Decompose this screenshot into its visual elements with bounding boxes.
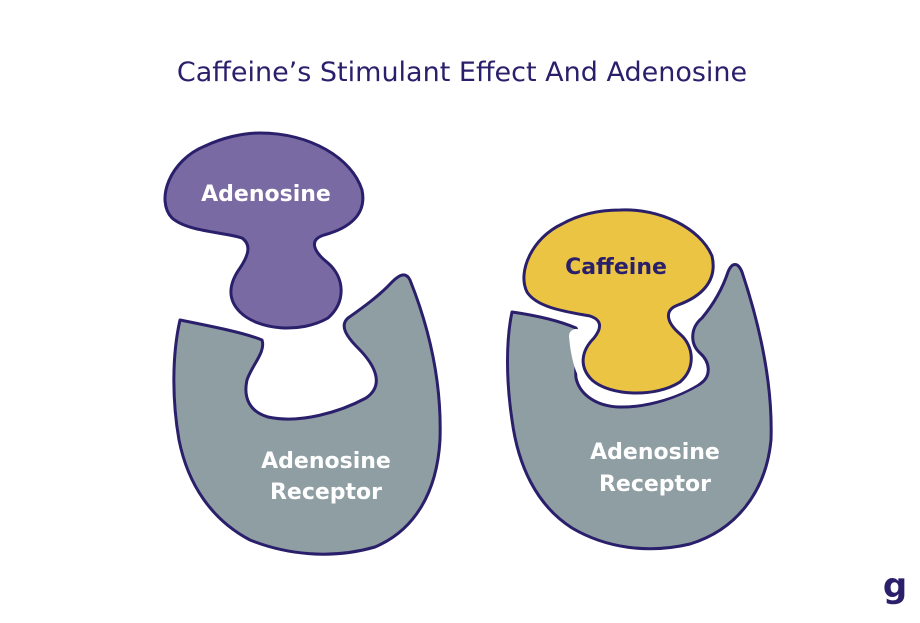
left-adenosine-molecule-shape <box>163 131 365 330</box>
right-panel: Caffeine Adenosine Receptor <box>506 208 773 551</box>
right-receptor-label-line1: Adenosine <box>590 440 720 465</box>
right-receptor-label-line2: Receptor <box>599 472 711 497</box>
left-molecule-label: Adenosine <box>201 182 331 207</box>
left-adenosine-receptor-shape <box>172 273 442 556</box>
right-molecule-label: Caffeine <box>565 255 667 280</box>
left-panel: Adenosine Adenosine Receptor <box>163 131 442 556</box>
brand-logo-icon: g <box>883 566 907 606</box>
right-caffeine-molecule-shape <box>522 208 715 395</box>
page-title: Caffeine’s Stimulant Effect And Adenosin… <box>177 57 747 88</box>
left-receptor-label-line2: Receptor <box>270 480 382 505</box>
left-receptor-label-line1: Adenosine <box>261 449 391 474</box>
right-binding-gap <box>569 329 701 405</box>
